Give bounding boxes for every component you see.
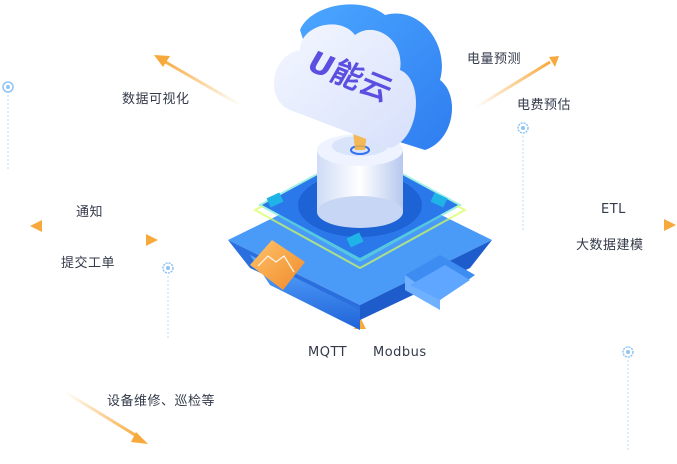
label-modeling: 大数据建模 <box>576 238 644 253</box>
arrow-ticket <box>36 234 158 246</box>
decor-dot <box>162 262 174 340</box>
arrow-visualization <box>154 55 241 107</box>
label-maintenance: 设备维修、巡检等 <box>107 394 216 409</box>
decor-dot <box>517 122 529 230</box>
label-visualization: 数据可视化 <box>122 92 190 107</box>
label-etl: ETL <box>601 202 626 217</box>
label-cost-estimate: 电费预估 <box>517 98 572 113</box>
decor-dot <box>622 346 634 450</box>
chip-icon <box>430 192 448 208</box>
label-power-forecast: 电量预测 <box>467 52 522 67</box>
label-notify: 通知 <box>76 205 104 220</box>
arrow-notify <box>30 220 152 232</box>
chip-icon <box>346 232 364 248</box>
chart-card-icon <box>250 240 305 290</box>
stairs-icon <box>405 255 475 310</box>
chip-icon <box>266 192 284 208</box>
arrow-maintenance <box>64 390 148 444</box>
decor-dot <box>2 81 14 170</box>
label-mqtt: MQTT <box>308 345 348 360</box>
arrow-protocol <box>354 317 366 420</box>
label-modbus: Modbus <box>373 345 427 360</box>
arrow-forecast <box>474 56 559 110</box>
cloud-icon <box>273 4 452 150</box>
arrow-etl <box>548 219 676 231</box>
label-ticket: 提交工单 <box>61 256 116 271</box>
platform <box>228 122 492 330</box>
